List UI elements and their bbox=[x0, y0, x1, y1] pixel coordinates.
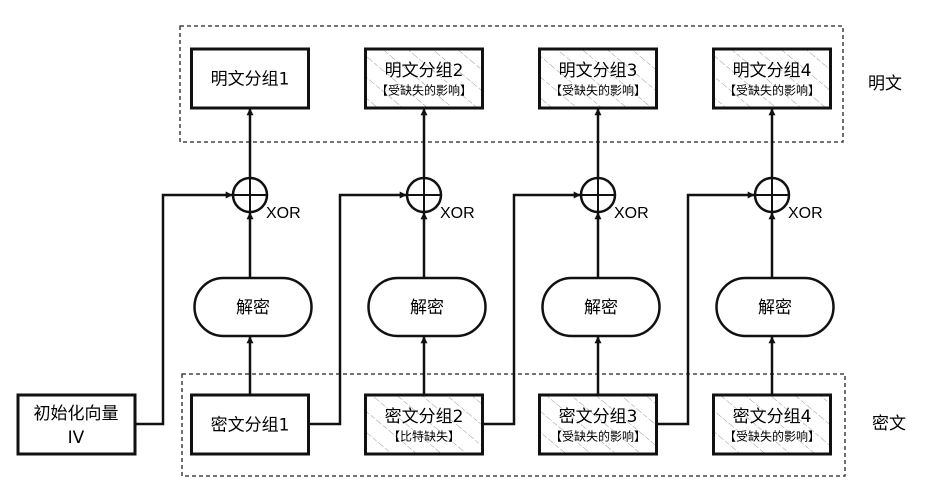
decrypt-block-1: 解密 bbox=[193, 276, 313, 338]
hatch-fill bbox=[713, 395, 831, 454]
xor-label: XOR bbox=[788, 205, 823, 222]
block-note: 【受缺失的影响】 bbox=[724, 83, 820, 98]
hatch-fill bbox=[539, 49, 657, 108]
plaintext-block-4: 明文分组4 【受缺失的影响】 bbox=[712, 47, 832, 110]
iv-box: 初始化向量 IV bbox=[16, 393, 137, 456]
plaintext-block-2: 明文分组2 【受缺失的影响】 bbox=[364, 47, 484, 110]
decrypt-label: 解密 bbox=[410, 298, 444, 318]
block-title: 明文分组3 bbox=[559, 61, 638, 81]
arrow-iv-to-xor bbox=[135, 191, 233, 426]
xor-icon bbox=[405, 176, 443, 214]
hatch-fill bbox=[713, 49, 831, 108]
ciphertext-block-4: 密文分组4 【受缺失的影响】 bbox=[712, 393, 832, 456]
decrypt-label: 解密 bbox=[584, 298, 618, 318]
hatch-fill bbox=[365, 395, 483, 454]
block-title: 密文分组4 bbox=[733, 407, 812, 427]
block-title: 明文分组4 bbox=[733, 61, 812, 81]
block-note: 【受缺失的影响】 bbox=[550, 83, 646, 98]
xor-icon bbox=[231, 176, 269, 214]
arrow-prev-cipher-to-xor bbox=[656, 191, 755, 426]
ciphertext-block-2: 密文分组2 【比特缺失】 bbox=[364, 393, 484, 456]
decrypt-block-2: 解密 bbox=[367, 276, 487, 338]
plaintext-block-3: 明文分组3 【受缺失的影响】 bbox=[538, 47, 658, 110]
ciphertext-block-1: 密文分组1 bbox=[190, 393, 310, 456]
plaintext-region bbox=[179, 25, 844, 143]
plaintext-block-1: 明文分组1 bbox=[190, 47, 310, 110]
hatch-fill bbox=[539, 395, 657, 454]
xor-icon bbox=[579, 176, 617, 214]
block-note: 【受缺失的影响】 bbox=[550, 429, 646, 444]
decrypt-block-4: 解密 bbox=[715, 276, 835, 338]
block-note: 【比特缺失】 bbox=[388, 429, 460, 444]
decrypt-block-3: 解密 bbox=[541, 276, 661, 338]
xor-label: XOR bbox=[266, 205, 301, 222]
xor-label: XOR bbox=[440, 205, 475, 222]
ciphertext-block-3: 密文分组3 【受缺失的影响】 bbox=[538, 393, 658, 456]
arrow-prev-cipher-to-xor bbox=[308, 191, 407, 426]
iv-label-line2: IV bbox=[68, 428, 85, 448]
block-title: 明文分组2 bbox=[385, 61, 464, 81]
block-note: 【受缺失的影响】 bbox=[724, 429, 820, 444]
block-note: 【受缺失的影响】 bbox=[376, 83, 472, 98]
xor-icon bbox=[753, 176, 791, 214]
plaintext-region-label: 明文 bbox=[868, 74, 902, 94]
arrow-prev-cipher-to-xor bbox=[482, 191, 581, 426]
block-title: 明文分组1 bbox=[211, 70, 290, 90]
decrypt-label: 解密 bbox=[758, 298, 792, 318]
block-title: 密文分组3 bbox=[559, 407, 638, 427]
iv-label-line1: 初始化向量 bbox=[34, 404, 119, 424]
ciphertext-region-label: 密文 bbox=[872, 414, 906, 434]
xor-label: XOR bbox=[614, 205, 649, 222]
block-title: 密文分组2 bbox=[385, 407, 464, 427]
block-title: 密文分组1 bbox=[211, 416, 290, 436]
decrypt-label: 解密 bbox=[236, 298, 270, 318]
hatch-fill bbox=[365, 49, 483, 108]
